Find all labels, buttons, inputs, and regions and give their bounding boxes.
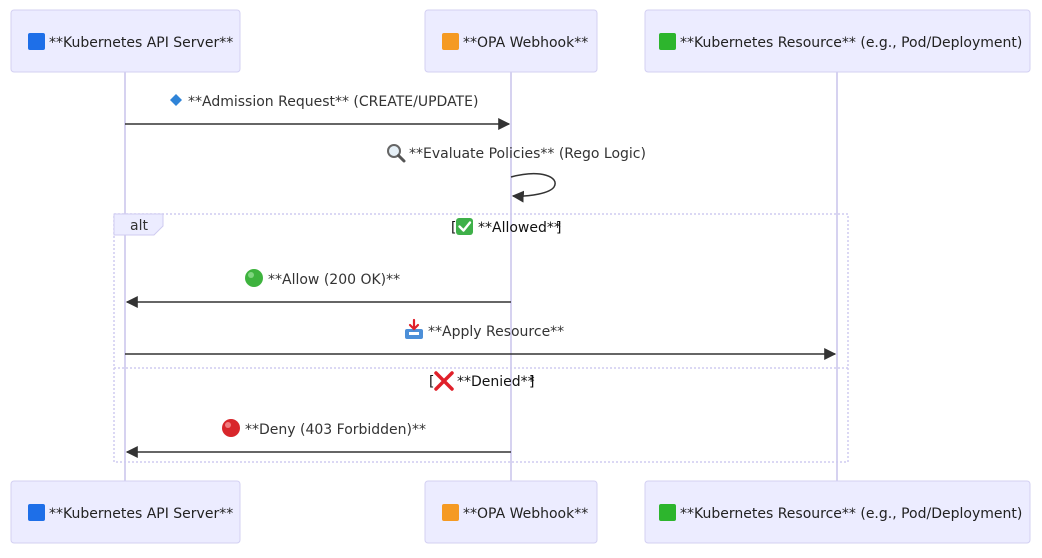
alt-condition-allowed: [ **Allowed** ] [451, 218, 561, 236]
orange-square-icon [442, 504, 459, 521]
magnifying-glass-icon [387, 144, 406, 163]
alt-frame [113, 213, 849, 463]
alt-keyword: alt [130, 218, 148, 234]
participant-label: **OPA Webhook** [463, 506, 588, 522]
alt-condition-allowed-label: **Allowed** [478, 220, 561, 236]
check-mark-button-icon [456, 218, 473, 235]
participant-label: **Kubernetes API Server** [49, 35, 233, 51]
participant-label: **Kubernetes API Server** [49, 506, 233, 522]
blue-square-icon [28, 504, 45, 521]
green-square-icon [659, 33, 676, 50]
small-blue-diamond-icon [170, 94, 182, 106]
participant-kubernetes-resource-bottom: **Kubernetes Resource** (e.g., Pod/Deplo… [644, 480, 1031, 544]
participant-opa-webhook-top: **OPA Webhook** [424, 9, 598, 73]
message-label: **Admission Request** (CREATE/UPDATE) [188, 94, 478, 110]
alt-frame-tab [113, 213, 164, 236]
message-label: **Deny (403 Forbidden)** [245, 422, 426, 438]
participant-opa-webhook-bottom: **OPA Webhook** [424, 480, 598, 544]
message-apply-resource: **Apply Resource** [125, 318, 837, 360]
svg-text:]: ] [556, 220, 561, 236]
green-square-icon [659, 504, 676, 521]
self-loop-arrow [510, 173, 556, 203]
green-circle-icon [245, 269, 263, 287]
message-label: **Apply Resource** [428, 324, 564, 340]
participant-label: **Kubernetes Resource** (e.g., Pod/Deplo… [680, 506, 1022, 522]
participant-api-server-bottom: **Kubernetes API Server** [10, 480, 241, 544]
message-deny: **Deny (403 Forbidden)** [125, 419, 511, 458]
svg-text:[: [ [451, 220, 456, 236]
svg-text:]: ] [529, 374, 534, 390]
participant-kubernetes-resource-top: **Kubernetes Resource** (e.g., Pod/Deplo… [644, 9, 1031, 73]
participant-api-server-top: **Kubernetes API Server** [10, 9, 241, 73]
message-label: **Evaluate Policies** (Rego Logic) [409, 146, 646, 162]
orange-square-icon [442, 33, 459, 50]
alt-condition-denied-label: **Denied** [457, 374, 535, 390]
cross-mark-icon [434, 371, 454, 391]
message-admission-request: **Admission Request** (CREATE/UPDATE) [125, 94, 511, 130]
participant-label: **OPA Webhook** [463, 35, 588, 51]
blue-square-icon [28, 33, 45, 50]
message-allow: **Allow (200 OK)** [125, 269, 511, 308]
message-evaluate-policies: **Evaluate Policies** (Rego Logic) [387, 144, 646, 203]
red-circle-icon [222, 419, 240, 437]
inbox-tray-icon [405, 318, 423, 339]
message-label: **Allow (200 OK)** [268, 272, 400, 288]
alt-condition-denied: [ **Denied** ] [429, 371, 535, 391]
participant-label: **Kubernetes Resource** (e.g., Pod/Deplo… [680, 35, 1022, 51]
svg-text:[: [ [429, 374, 434, 390]
